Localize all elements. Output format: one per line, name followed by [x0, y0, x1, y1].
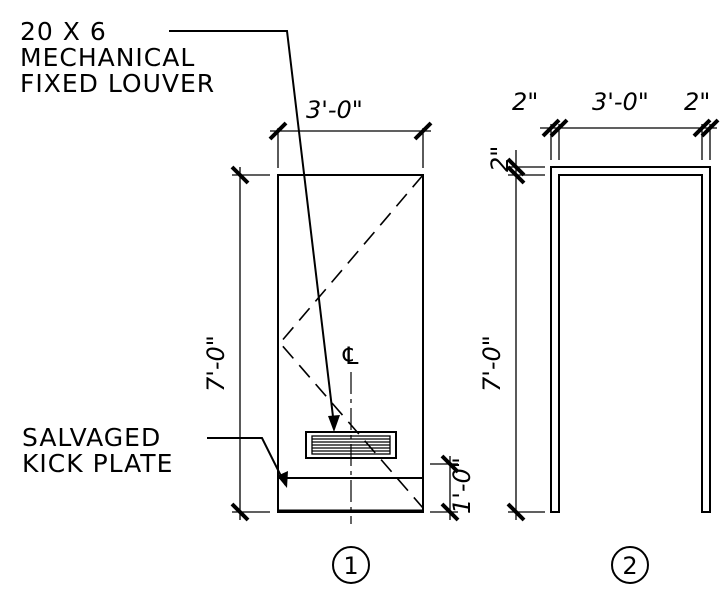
louver-label-line-2: MECHANICAL	[20, 43, 195, 72]
dim-tick	[541, 118, 561, 138]
dim-tick	[506, 502, 526, 522]
kick-plate-leader-arrowhead	[277, 471, 288, 488]
dim-tick	[440, 454, 460, 474]
frame-right-dimension: 2"	[684, 88, 710, 116]
louver-grille	[305, 431, 397, 459]
frame-width-dimension: 3'-0"	[592, 88, 649, 116]
view-2-marker	[611, 546, 649, 584]
louver-label-line-1: 20 X 6	[20, 17, 107, 46]
view-1-marker	[332, 546, 370, 584]
frame-left-dimension: 2"	[512, 88, 538, 116]
kick-plate-label-line-2: KICK PLATE	[22, 449, 173, 478]
dim-tick	[506, 157, 526, 177]
dim-tick	[440, 502, 460, 522]
dim-tick	[413, 121, 433, 141]
dim-tick	[692, 118, 712, 138]
frame-inner-outline	[558, 174, 703, 513]
kick-plate-label: SALVAGED KICK PLATE	[22, 423, 173, 478]
louver-leader-arrowhead	[328, 415, 340, 432]
louver-frame	[305, 431, 397, 459]
louver-leader-line	[169, 30, 336, 427]
centerline-symbol: ℄	[342, 342, 359, 370]
dim-tick	[506, 165, 526, 185]
frame-view-2: 2" 3'-0" 2" 2" 7'-0" 2	[478, 88, 720, 584]
door-height-dimension: 7'-0"	[202, 335, 230, 392]
louver-label: 20 X 6 MECHANICAL FIXED LOUVER	[20, 17, 215, 98]
view-2-number: 2	[622, 552, 637, 580]
kick-plate-label-line-1: SALVAGED	[22, 423, 161, 452]
kick-height-dimension: 1'-0"	[448, 457, 476, 514]
dim-tick	[549, 118, 569, 138]
dim-tick	[230, 165, 250, 185]
door-view-1: ℄ 3'-0" 7'-0"	[169, 30, 476, 584]
frame-height-dimension: 7'-0"	[478, 335, 506, 392]
dim-tick	[230, 502, 250, 522]
kick-plate-leader-line	[207, 437, 287, 486]
door-width-dimension: 3'-0"	[306, 96, 363, 124]
louver-label-line-3: FIXED LOUVER	[20, 69, 215, 98]
dim-tick	[700, 118, 720, 138]
frame-top-dimension: 2"	[486, 146, 514, 172]
dim-tick	[268, 121, 288, 141]
view-1-number: 1	[343, 552, 358, 580]
frame-outer-outline	[550, 166, 711, 513]
